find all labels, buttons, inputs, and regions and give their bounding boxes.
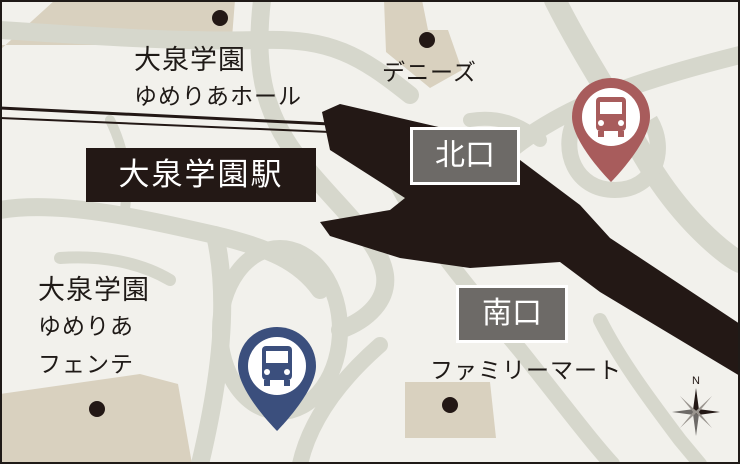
north-exit-label: 北口 [410, 127, 520, 185]
bus-icon [572, 78, 650, 182]
landmark-dot-yumeri-fente [89, 401, 105, 417]
dennys-label: デニーズ [382, 60, 477, 86]
yumeri-hall-line2: ゆめりあホール [134, 84, 302, 110]
building-block-yumeri-fente [0, 374, 192, 464]
yumeri-fente-line2: ゆめりあ [38, 314, 134, 340]
compass-rose: N [668, 372, 724, 446]
familymart-label: ファミリーマート [430, 358, 622, 384]
yumeri-fente-line3: フェンテ [38, 352, 134, 378]
railway-thin-line-1 [0, 106, 331, 126]
yumeri-hall-line1: 大泉学園 [134, 45, 246, 76]
station-name-label: 大泉学園駅 [86, 148, 316, 202]
yumeri-fente-line1: 大泉学園 [38, 275, 150, 306]
compass-north-label: N [692, 375, 700, 387]
railway-thin-line-2 [0, 117, 331, 133]
bus-stop-south-pin[interactable] [236, 325, 318, 439]
landmark-dot-familymart [442, 397, 458, 413]
south-exit-label: 南口 [456, 285, 568, 343]
roundabout-north [561, 115, 666, 199]
landmark-dot-dennys [419, 32, 435, 48]
landmark-dot-yumeri-hall [212, 10, 228, 26]
compass-rose-icon: N [672, 375, 720, 436]
bus-stop-north-pin[interactable] [570, 76, 652, 190]
bus-icon [238, 327, 316, 431]
